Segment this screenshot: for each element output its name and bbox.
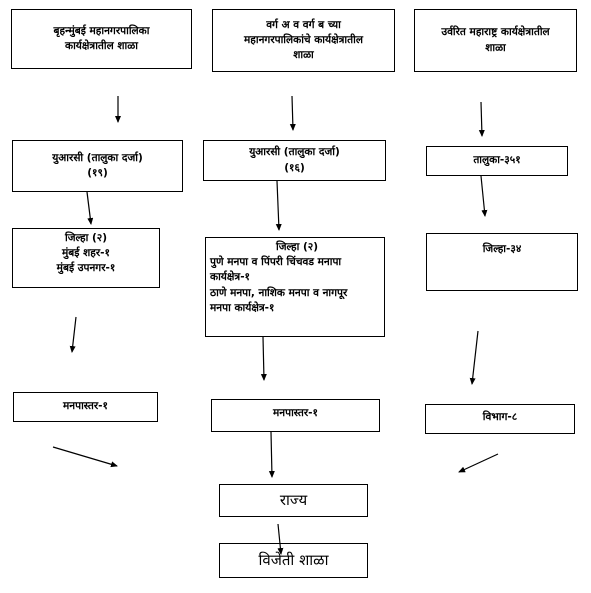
arrow-col3-division-to-state xyxy=(458,453,499,473)
box-text-line: पुणे मनपा व पिंपरी चिंचवड मनापा xyxy=(210,256,342,269)
arrow-col2-municipal-to-state xyxy=(268,431,275,478)
box-text-line: मुंबई शहर-१ xyxy=(62,247,110,260)
box-text-line: विभाग-८ xyxy=(482,411,518,423)
box-text-line: मनपास्तर-१ xyxy=(273,407,318,419)
arrow-col2-district-to-municipal xyxy=(260,336,267,381)
box-text-line: तालुका-३५१ xyxy=(473,154,521,167)
arrow-col2-top-to-urc xyxy=(289,95,296,131)
arrow-col3-taluka-to-district xyxy=(480,175,488,217)
box-text-line: मुंबई उपनगर-१ xyxy=(56,262,116,275)
box-text-line: उर्वरित महाराष्ट्र कार्यक्षेत्रातील xyxy=(441,26,550,39)
box-taluka-351: तालुका-३५१ xyxy=(426,146,568,176)
box-district-corporations: जिल्हा (२) पुणे मनपा व पिंपरी चिंचवड मना… xyxy=(205,237,385,337)
box-text-line: राज्य xyxy=(279,490,308,509)
box-district-mumbai: जिल्हा (२) मुंबई शहर-१ मुंबई उपनगर-१ xyxy=(12,228,160,288)
box-urc-taluka-16: युआरसी (तालुका दर्जा) (१६) xyxy=(203,140,386,181)
box-text-line: (१९) xyxy=(87,167,108,179)
box-winning-school: विजेती शाळा xyxy=(219,543,368,578)
box-class-ab-corporation-schools: वर्ग अ व वर्ग ब च्या महानगरपालिकांचे कार… xyxy=(212,9,395,72)
box-mumbai-corporation-schools: बृहन्मुंबई महानगरपालिका कार्यक्षेत्रातील… xyxy=(11,9,192,69)
arrow-col1-district-to-municipal xyxy=(69,316,77,353)
box-text-line: कार्यक्षेत्र-१ xyxy=(210,271,251,284)
arrow-col1-municipal-to-state xyxy=(52,446,118,468)
box-municipal-level-1-middle: मनपास्तर-१ xyxy=(211,399,380,432)
box-text-line: युआरसी (तालुका दर्जा) xyxy=(249,146,340,159)
box-text-line: मनपा कार्यक्षेत्र-१ xyxy=(210,301,275,314)
box-text-line: विजेती शाळा xyxy=(258,550,329,569)
box-text-line: जिल्हा-३४ xyxy=(482,243,522,255)
box-text-line: युआरसी (तालुका दर्जा) xyxy=(52,151,143,164)
box-division-8: विभाग-८ xyxy=(425,404,575,434)
box-text-line: बृहन्मुंबई महानगरपालिका xyxy=(53,24,150,37)
box-text-line: शाळा xyxy=(293,49,314,62)
box-text-line: मनपास्तर-१ xyxy=(63,400,108,412)
arrow-col3-district-to-division xyxy=(469,330,479,385)
box-rest-of-maharashtra-schools: उर्वरित महाराष्ट्र कार्यक्षेत्रातील शाळा xyxy=(414,9,577,72)
arrow-col2-urc-to-district xyxy=(275,180,282,231)
box-text-line: (१६) xyxy=(284,161,305,174)
box-text-line: ठाणे मनपा, नाशिक मनपा व नागपूर xyxy=(210,286,348,299)
box-district-34: जिल्हा-३४ xyxy=(426,233,578,291)
box-municipal-level-1-left: मनपास्तर-१ xyxy=(13,392,158,422)
box-text-line: जिल्हा (२) xyxy=(275,241,319,253)
arrow-state-to-winner xyxy=(277,523,284,555)
box-text-line: कार्यक्षेत्रातील शाळा xyxy=(65,40,138,52)
box-text-line: महानगरपालिकांचे कार्यक्षेत्रातील xyxy=(244,33,363,46)
box-state: राज्य xyxy=(219,484,368,517)
arrow-col1-urc-to-district xyxy=(86,191,94,225)
box-text-line: जिल्हा (२) xyxy=(64,232,108,244)
box-text-line: शाळा xyxy=(485,41,506,54)
box-text-line: वर्ग अ व वर्ग ब च्या xyxy=(266,18,341,31)
box-urc-taluka-19: युआरसी (तालुका दर्जा) (१९) xyxy=(12,140,183,192)
arrow-col3-top-to-taluka xyxy=(478,101,485,137)
